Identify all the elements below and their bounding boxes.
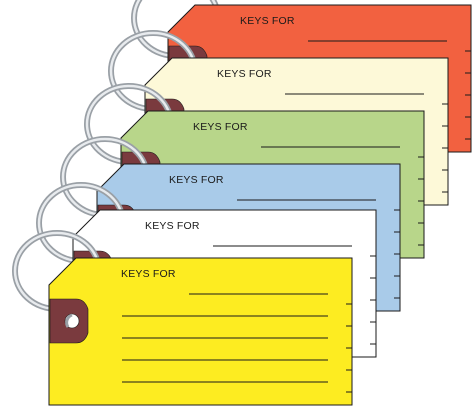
tag-label: KEYS FOR <box>240 15 295 27</box>
tag-label: KEYS FOR <box>145 220 200 232</box>
tag-body <box>48 257 353 406</box>
tag-label: KEYS FOR <box>169 174 224 186</box>
tag-label: KEYS FOR <box>217 68 272 80</box>
key-tag-yellow: KEYS FOR <box>12 230 353 406</box>
tag-label: KEYS FOR <box>121 268 176 280</box>
tag-label: KEYS FOR <box>193 121 248 133</box>
